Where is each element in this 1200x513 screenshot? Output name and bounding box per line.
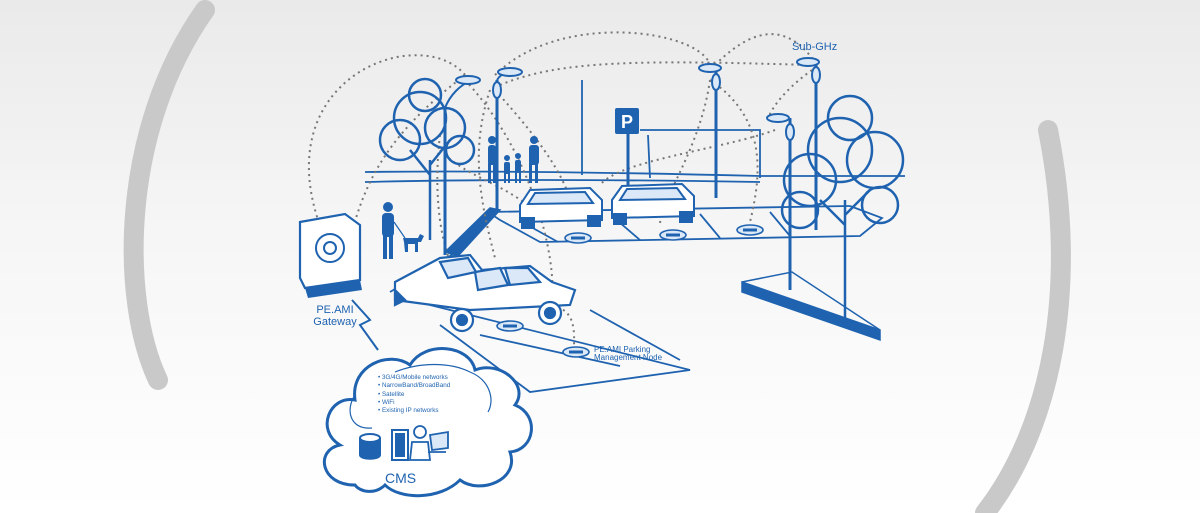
server-icon [391,429,409,461]
background-arc-right [975,120,1071,513]
parking-node-label-line1: PE.AMI Parking [594,345,651,354]
parking-sign-letter: P [621,112,633,132]
network-item: WiFi [378,399,450,407]
sub-ghz-label: Sub-GHz [792,41,838,53]
streetlight-icon [698,63,722,198]
background-arc-left [123,0,215,390]
parking-sensor-icon [564,232,592,244]
streetlight-icon [766,113,795,290]
tree-icon [378,77,476,240]
streetlight-icon [443,75,481,255]
car-icon [519,186,603,229]
network-item: Existing IP networks [378,407,450,415]
cms-label: CMS [385,470,417,486]
gateway-label-line1: PE.AMI [316,304,354,316]
gateway-label: PE.AMI Gateway [300,304,370,328]
lightning-link-icon [351,299,379,351]
parking-node-label-line2: Management Node [594,353,663,363]
operator-icon [408,425,449,461]
gateway-icon [298,212,362,298]
database-icon [359,433,381,460]
gateway-label-line2: Gateway [313,315,357,328]
curb [443,207,881,342]
network-list: 3G/4G/Mobile networks NarrowBand/BroadBa… [378,374,450,415]
family-figures-icon [488,136,539,183]
parking-sensor-icon [496,320,524,332]
network-item: Satellite [378,391,450,399]
parking-node-label: PE.AMI Parking Management Node [594,345,663,363]
parking-sensor-icon [736,224,764,236]
streetlight-icon [492,67,523,210]
car-icon [393,253,577,333]
tree-icon [780,94,905,318]
cloud-icon [322,347,533,498]
network-item: NarrowBand/BroadBand [378,382,450,390]
person-with-dog-icon [382,202,424,259]
car-icon [611,182,695,225]
parking-sensor-icon [562,346,590,358]
parking-sensor-icon [659,229,687,241]
network-item: 3G/4G/Mobile networks [378,374,450,382]
